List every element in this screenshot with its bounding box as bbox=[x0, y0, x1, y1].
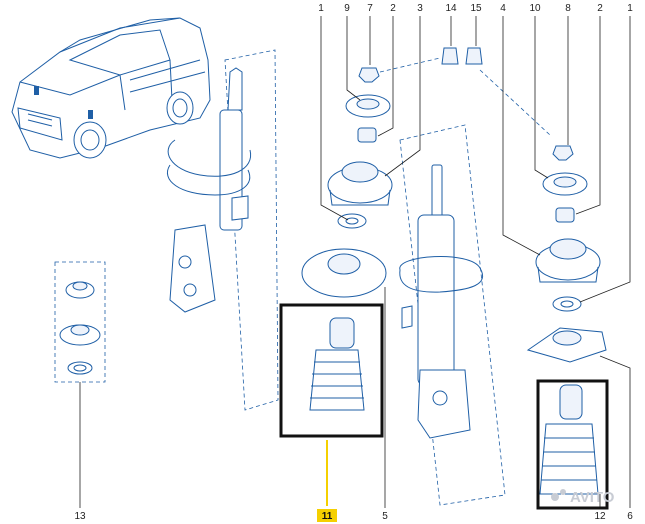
callout-10: 10 bbox=[529, 3, 541, 14]
callout-9: 9 bbox=[344, 3, 350, 14]
avito-watermark: AVITO bbox=[551, 489, 615, 506]
callout-8: 8 bbox=[565, 3, 571, 14]
callout-2-right: 2 bbox=[597, 3, 603, 14]
callout-4: 4 bbox=[500, 3, 506, 14]
front-right-parts bbox=[379, 47, 607, 495]
strut-marker-right bbox=[88, 110, 93, 119]
callout-14: 14 bbox=[445, 3, 457, 14]
callout-5: 5 bbox=[382, 511, 388, 522]
car-illustration bbox=[11, 17, 211, 159]
callout-1-right: 1 bbox=[627, 3, 633, 14]
watermark-text: AVITO bbox=[570, 489, 615, 506]
callout-3: 3 bbox=[417, 3, 423, 14]
callout-15: 15 bbox=[470, 3, 482, 14]
callout-6: 6 bbox=[627, 511, 633, 522]
callout-1-left: 1 bbox=[318, 3, 324, 14]
highlight-box-part-11 bbox=[279, 303, 384, 438]
callout-7: 7 bbox=[367, 3, 373, 14]
strut-assembly-sheet bbox=[167, 49, 279, 411]
callout-11-highlight bbox=[317, 509, 337, 522]
highlight-box-part-12 bbox=[536, 379, 609, 510]
strut-marker-left bbox=[34, 86, 39, 95]
callout-2-left: 2 bbox=[390, 3, 396, 14]
part-13-kit bbox=[54, 261, 106, 383]
leader-lines bbox=[79, 16, 631, 508]
callout-12: 12 bbox=[594, 511, 606, 522]
callout-labels: 1 9 7 2 3 14 15 4 10 8 2 1 13 11 5 12 6 bbox=[74, 3, 633, 522]
callout-13: 13 bbox=[74, 511, 86, 522]
callout-11: 11 bbox=[322, 511, 333, 522]
front-left-parts bbox=[301, 67, 393, 411]
shock-absorber bbox=[399, 124, 506, 506]
